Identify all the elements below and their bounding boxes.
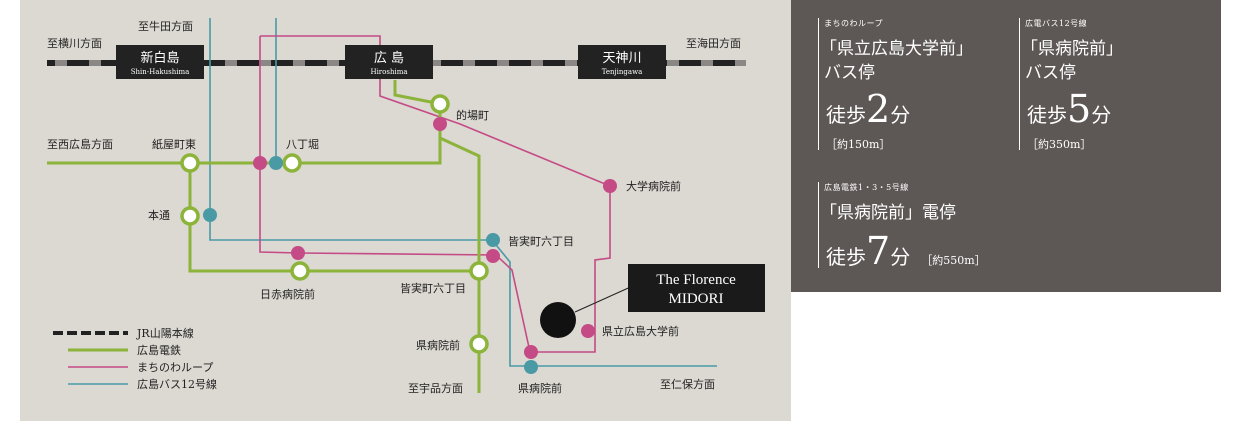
bus12-stops <box>203 156 538 374</box>
bus12-stop-hatchobori <box>269 156 283 170</box>
legend-bus12-label: 広島バス12号線 <box>137 377 217 391</box>
stop-name: 「県病院前」 <box>1021 39 1123 59</box>
stop-name: 「県病院前」電停 <box>820 203 956 223</box>
stop-hatchobori-marker <box>282 153 302 173</box>
route-map: 新白島 Shin-Hakushima 広 島 Hiroshima 天神川 Ten… <box>20 0 791 421</box>
bus12-stop-hondori <box>203 208 217 222</box>
walk-time: 徒歩7分 ［約550m］ <box>826 232 986 270</box>
label-daigaku-byoin: 大学病院前 <box>626 179 681 193</box>
walk-minutes: 7 <box>866 229 891 273</box>
tram-stops <box>180 94 489 354</box>
label-nisseki: 日赤病院前 <box>260 287 315 301</box>
walk-minutes: 5 <box>1067 87 1092 131</box>
jr-station-romaji: Tenjingawa <box>602 68 643 76</box>
jr-station-shinhakushima: 新白島 Shin-Hakushima <box>116 45 204 79</box>
property-name-line2: MIDORI <box>669 291 724 307</box>
stop-matoba-marker <box>430 94 450 114</box>
direction-niho: 至仁保方面 <box>660 377 715 391</box>
jr-station-romaji: Shin-Hakushima <box>131 68 190 76</box>
label-kenritsu-daigaku: 県立広島大学前 <box>602 324 679 338</box>
stop-kenbyoin-tram-marker <box>469 334 489 354</box>
walk-time: 徒歩5分 <box>1027 90 1111 128</box>
walk-distance: ［約550m］ <box>921 254 986 267</box>
label-hatchobori: 八丁堀 <box>286 138 319 151</box>
tram-path-c <box>188 163 479 273</box>
walk-unit: 分 <box>890 245 911 269</box>
bus12-stop-minamimachi <box>486 233 500 247</box>
walk-prefix: 徒歩 <box>826 245 866 269</box>
walk-minutes: 2 <box>866 87 891 131</box>
access-item-kenritsu: まちのわループ 「県立広島大学前」 バス停 徒歩2分 ［約150m］ <box>818 18 998 151</box>
stop-minamimachi-tram-marker <box>469 261 489 281</box>
loop-stop-minamimachi <box>486 249 500 263</box>
property-marker: The Florence MIDORI <box>540 264 765 338</box>
walk-distance: ［約350m］ <box>1027 138 1092 151</box>
tram-path-b <box>393 80 442 106</box>
label-kenbyoin-bus: 県病院前 <box>518 381 562 395</box>
access-panel: まちのわループ 「県立広島大学前」 バス停 徒歩2分 ［約150m］ 広電バス1… <box>791 0 1221 292</box>
loop-stop-daigaku <box>603 179 617 193</box>
tram-path-a <box>47 104 442 165</box>
direction-nishihiroshima: 至西広島方面 <box>47 137 113 151</box>
label-matoba: 的場町 <box>456 108 489 122</box>
walk-prefix: 徒歩 <box>1027 103 1067 127</box>
direction-ushita: 至牛田方面 <box>138 19 193 33</box>
stop-name: 「県立広島大学前」 <box>820 39 973 59</box>
jr-station-name: 天神川 <box>602 51 641 66</box>
access-item-kenbyoin-tram: 広島電鉄1・3・5号線 「県病院前」電停 徒歩7分 ［約550m］ <box>818 182 1198 270</box>
label-minamimachi-tram: 皆実町六丁目 <box>400 281 466 295</box>
legend-jr-label: JR山陽本線 <box>136 326 194 340</box>
property-name-line1: The Florence <box>656 272 736 288</box>
jr-station-name: 広 島 <box>374 51 404 66</box>
walk-time: 徒歩2分 <box>826 90 910 128</box>
walk-distance: ［約150m］ <box>826 138 891 151</box>
walk-unit: 分 <box>1091 103 1112 127</box>
loop-stops <box>253 117 617 359</box>
stop-nisseki-marker <box>290 261 310 281</box>
loop-stop-matoba <box>433 117 447 131</box>
loop-stop-hatchobori <box>253 156 267 170</box>
stop-type: バス停 <box>1025 63 1076 83</box>
walk-prefix: 徒歩 <box>826 103 866 127</box>
jr-station-hiroshima: 広 島 Hiroshima <box>345 45 433 79</box>
direction-kaita: 至海田方面 <box>686 36 741 50</box>
label-kamiyacho: 紙屋町東 <box>152 137 196 151</box>
walk-unit: 分 <box>890 103 911 127</box>
label-hondori: 本通 <box>148 208 170 222</box>
loop-path <box>259 35 611 353</box>
tram-path-d <box>439 136 481 393</box>
loop-line <box>259 35 611 353</box>
route-name: 広電バス12号線 <box>1025 19 1088 28</box>
loop-stop-nisseki <box>291 246 305 260</box>
route-map-svg: 新白島 Shin-Hakushima 広 島 Hiroshima 天神川 Ten… <box>47 18 765 395</box>
bus12-path-a <box>209 18 492 241</box>
loop-stop-kenritsu <box>581 324 595 338</box>
jr-station-name: 新白島 <box>140 50 179 66</box>
direction-yokogawa: 至横川方面 <box>47 36 102 50</box>
jr-station-tenjingawa: 天神川 Tenjingawa <box>578 45 666 79</box>
jr-station-romaji: Hiroshima <box>370 68 407 76</box>
stop-type: バス停 <box>824 63 875 83</box>
legend-tram-label: 広島電鉄 <box>137 343 181 357</box>
stop-kamiyacho-marker <box>180 153 200 173</box>
tram-line <box>47 80 481 393</box>
legend: JR山陽本線 広島電鉄 まちのわループ 広島バス12号線 <box>53 326 217 391</box>
loop-stop-kenbyoin <box>524 345 538 359</box>
bus12-line <box>209 18 717 367</box>
route-name: まちのわループ <box>824 19 884 28</box>
legend-loop-label: まちのわループ <box>137 361 213 374</box>
stop-hondori-marker <box>180 206 200 226</box>
direction-ujina: 至宇品方面 <box>408 381 463 395</box>
route-name: 広島電鉄1・3・5号線 <box>824 183 909 192</box>
access-item-kenbyoin-bus: 広電バス12号線 「県病院前」 バス停 徒歩5分 ［約350m］ <box>1019 18 1199 151</box>
label-minamimachi-bus: 皆実町六丁目 <box>508 234 574 248</box>
bus12-path-c <box>491 239 717 367</box>
label-kenbyoin-tram: 県病院前 <box>416 338 460 352</box>
bus12-stop-kenbyoin <box>524 360 538 374</box>
